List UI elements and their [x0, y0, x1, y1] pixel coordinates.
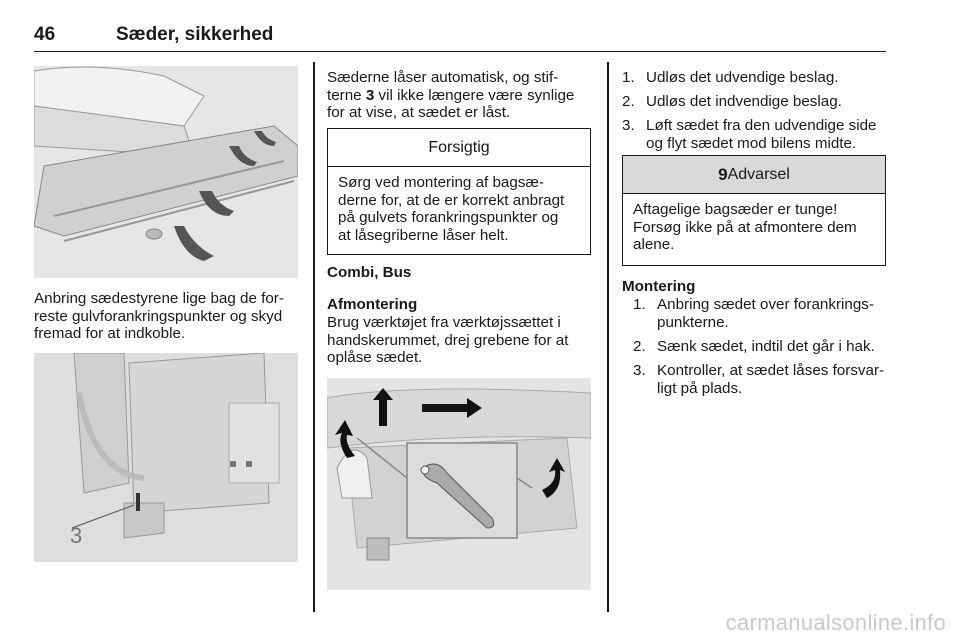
curved-arrow-right-icon — [542, 458, 565, 498]
text-line: fremad for at indkoble. — [34, 325, 186, 342]
warning-icon: 9 — [718, 164, 728, 184]
arrow-up-icon — [373, 388, 393, 426]
subheading-afmontering: Afmontering — [327, 296, 418, 313]
seat-removal-illustration — [327, 378, 591, 590]
page-header: 46 Sæder, sikkerhed — [34, 22, 886, 52]
text-line: Sæderne låser automatisk, og stif- — [327, 69, 559, 86]
caution-box: Forsigtig Sørg ved montering af bagsæ- d… — [327, 128, 591, 255]
text-line: reste gulvforankringspunkter og skyd — [34, 307, 283, 325]
col2-body: Brug værktøjet fra værktøjssættet i hand… — [327, 314, 591, 367]
arrow-right-icon — [422, 398, 482, 418]
watermark: carmanualsonline.info — [725, 610, 946, 635]
page-number: 46 — [34, 24, 56, 45]
subheading-montering: Montering — [622, 278, 696, 295]
seat-rails-illustration — [34, 66, 298, 278]
column-divider-1 — [313, 62, 315, 612]
figure-callout-3: 3 — [70, 523, 82, 548]
warning-body: Aftagelige bagsæder er tunge! Forsøg ikk… — [633, 201, 857, 253]
col2-intro: Sæderne låser automatisk, og stif- terne… — [327, 69, 591, 122]
col1-paragraph: Anbring sædestyrene lige bag de for- res… — [34, 290, 298, 343]
caution-body: Sørg ved montering af bagsæ- derne for, … — [338, 174, 565, 244]
text-line: for at vise, at sædet er låst. — [327, 104, 511, 121]
text-line: handskerummet, drej grebene for at — [327, 331, 569, 349]
section-heading: Combi, Bus — [327, 264, 412, 281]
page-title: Sæder, sikkerhed — [116, 24, 274, 45]
caution-heading: Forsigtig — [328, 129, 590, 167]
text-line: Brug værktøjet fra værktøjssættet i — [327, 314, 561, 331]
column-divider-2 — [607, 62, 609, 612]
text-line: oplåse sædet. — [327, 349, 423, 366]
text-line: terne 3 vil ikke længere være synlige — [327, 86, 575, 104]
seat-latch-illustration: 3 — [34, 353, 298, 562]
text-line: Anbring sædestyrene lige bag de for- — [34, 290, 284, 307]
curved-arrow-left-icon — [335, 420, 355, 458]
